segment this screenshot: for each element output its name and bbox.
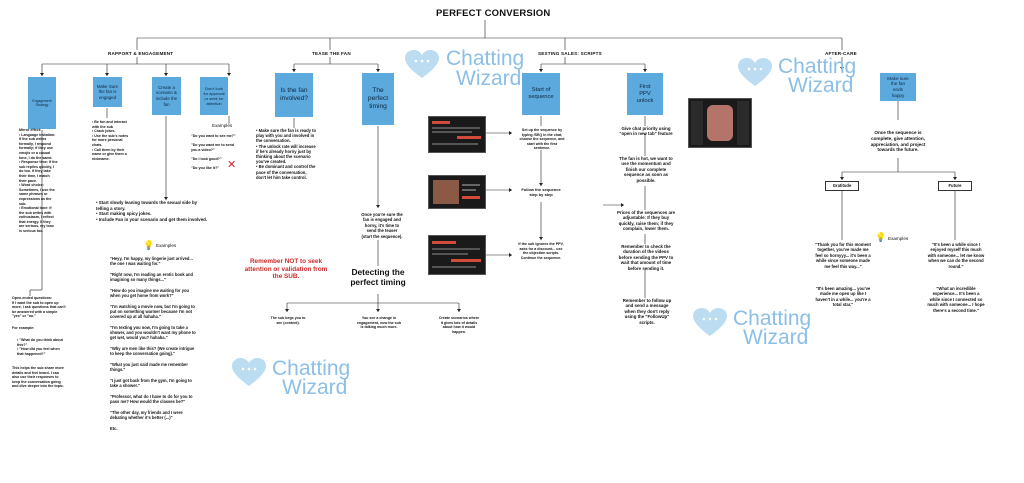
lightbulb-icon: 💡 [143, 240, 155, 250]
open-questions-text: Open-ended questions: If I want the sub … [12, 296, 66, 319]
share-more-text: This helps the sub share more details an… [12, 366, 64, 389]
box-fan-engaged: Make Sure the fan is engaged [93, 77, 122, 107]
ppv-text-4: Remember to check the duration of the vi… [618, 244, 674, 271]
gratitude-quote-1: "Thank you for this moment together, you… [815, 242, 871, 269]
red-cross-icon: ✕ [227, 159, 237, 171]
lightbulb-icon-aftercare: 💡 [875, 232, 887, 242]
involved-list: • Make sure the fan is ready to play wit… [256, 128, 317, 180]
box-no-approval: Don't look for approval or seek for atte… [200, 77, 228, 115]
future-quote-1: "It's been a while since I enjoyed mysel… [927, 242, 985, 269]
screenshot-thumb-3 [428, 235, 486, 275]
box-create-scenario: Create a scenario & include the fan [152, 77, 181, 115]
section-rapport: RAPPORT & ENGAGEMENT [108, 51, 174, 56]
sequence-step-1: Set up the sequence by typing /SEQ in th… [519, 128, 565, 151]
timing-sign-2: You see a change in engagement, now the … [356, 316, 402, 330]
scenario-steps: • Start slowly leaning towards the sexua… [96, 200, 208, 222]
future-box: Future [938, 181, 972, 191]
detecting-title: Detecting the perfect timing [350, 267, 406, 287]
future-quote-2: "What an incredible experience... It's b… [927, 286, 985, 313]
examples-label-approval: Examples [212, 123, 233, 128]
for-example-label: For example: [12, 326, 35, 330]
engaged-list: • Be fun and interact with the sub • Cra… [92, 120, 129, 161]
section-sexting: SEXTING SALES: SCRIPTS [538, 51, 602, 56]
timing-sign-1: The sub begs you to see (content). [270, 316, 306, 325]
box-fan-involved: Is the fan involved? [275, 73, 313, 117]
ppv-text-2: The fan is hot, we want to use the momen… [619, 156, 673, 183]
screenshot-thumb-1 [428, 116, 486, 153]
remember-warning: Remember NOT to seek attention or valida… [244, 258, 328, 281]
examples-label-aftercare: Examples [888, 236, 909, 241]
examples-label-scenario: Examples [156, 243, 177, 248]
ppv-text-1: Give chat priority using "open in new ta… [619, 126, 673, 137]
ppv-text-5: Remember to follow up and send a message… [622, 298, 672, 325]
box-start-sequence: Start of sequence [522, 73, 560, 115]
section-tease: TEASE THE FAN [312, 51, 351, 56]
sequence-step-2: Follow the sequence step by step [521, 187, 561, 197]
gratitude-quote-2: "It's been amazing... you've made me ope… [815, 286, 871, 308]
timing-text: Once you're sure the fan is engaged and … [361, 212, 403, 239]
mirror-effect-text: Mirror effect: • Language imitation: If … [19, 128, 58, 234]
screenshot-thumb-2 [428, 175, 486, 209]
box-first-ppv: First PPV unlock [627, 73, 663, 115]
gratitude-box: Gratitude [825, 181, 859, 191]
example-questions: • "What do you think about this?" • "How… [17, 338, 63, 356]
box-engagement-strategy: Engagement Strategy [28, 77, 56, 129]
box-perfect-timing: The perfect timing [362, 73, 394, 125]
approval-quotes: "Do you want to see me?" "Do you want me… [191, 134, 236, 171]
diagram-title: PERFECT CONVERSION [436, 8, 551, 19]
box-fan-ends-happy: Make sure the fan ends happy [880, 73, 916, 101]
timing-sign-3: Create scenarios where it gives lots of … [438, 316, 480, 334]
screenshot-ppv-preview [688, 98, 752, 148]
ppv-text-3: Prices of the sequences are adjustable: … [616, 210, 676, 232]
aftercare-intro: Once the sequence is complete, give atte… [870, 130, 926, 153]
sequence-step-3: If the sub ignores the PPV, asks for a d… [518, 242, 564, 260]
scenario-quotes: "Heyy, I'm happy, my lingerie just arriv… [110, 256, 196, 431]
section-aftercare: AFTER-CARE [825, 51, 857, 56]
